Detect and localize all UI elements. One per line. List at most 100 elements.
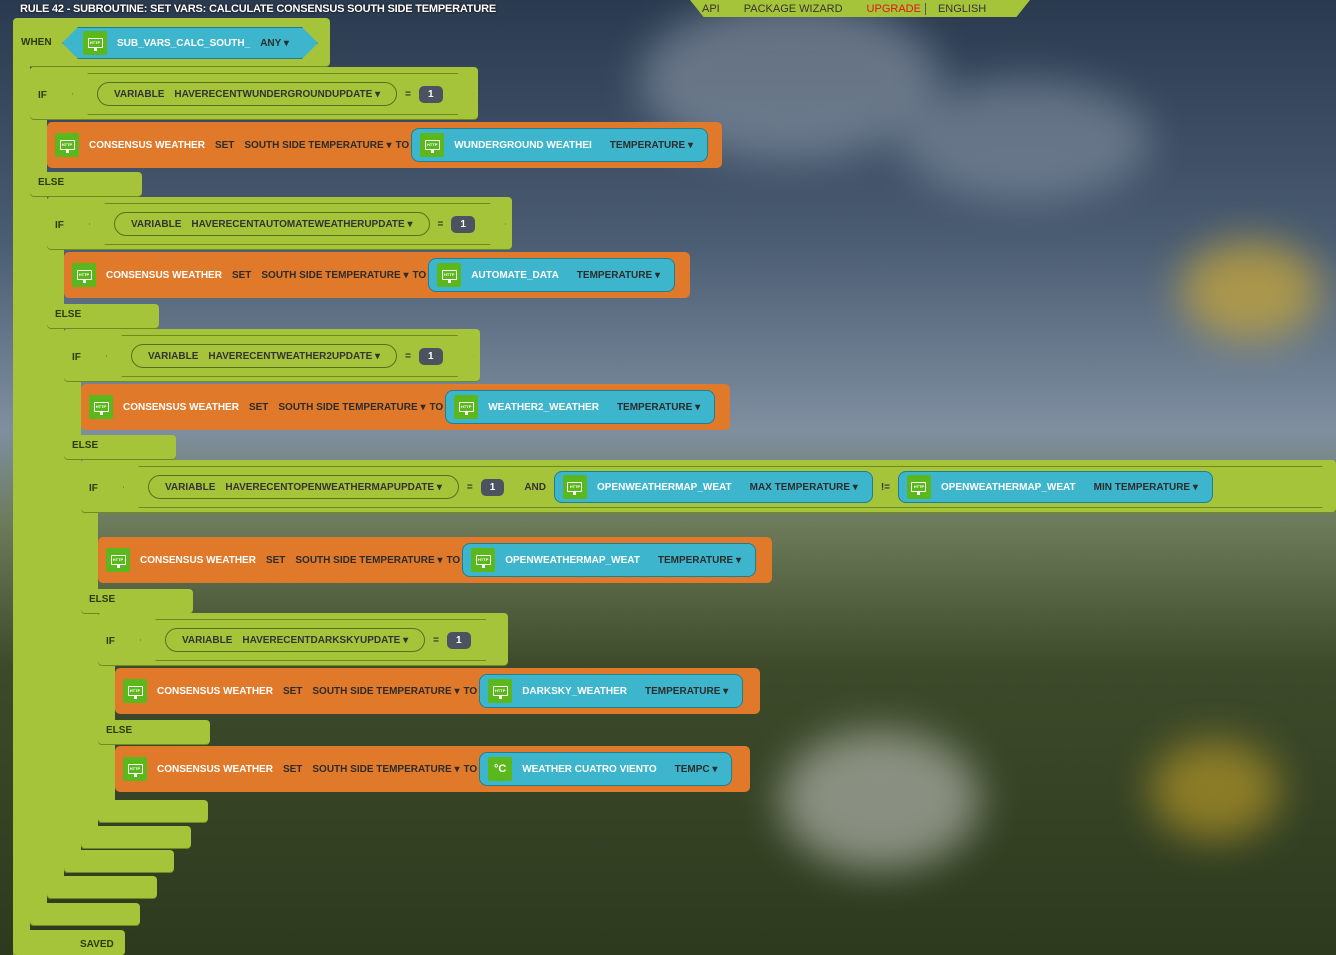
variable-keyword: VARIABLE xyxy=(148,350,199,362)
set-keyword: SET xyxy=(282,763,303,775)
equals-operator: = xyxy=(405,88,411,100)
value-field-dropdown[interactable]: TEMPC xyxy=(675,764,718,775)
variable-keyword: VARIABLE xyxy=(165,481,216,493)
property-dropdown[interactable]: SOUTH SIDE TEMPERATURE xyxy=(261,270,408,281)
http-device-icon: HTTP xyxy=(563,475,587,499)
else-label: ELSE xyxy=(72,440,99,451)
variable-dropdown[interactable]: HAVERECENTWUNDERGROUNDUPDATE xyxy=(174,89,380,100)
if-container-footer xyxy=(47,876,157,898)
if-container-bar xyxy=(47,197,64,898)
else-label: ELSE xyxy=(89,594,116,605)
value-device: AUTOMATE_DATA xyxy=(471,269,559,281)
set-block[interactable]: HTTP CONSENSUS WEATHER SET SOUTH SIDE TEMPE… xyxy=(98,537,772,583)
property-dropdown[interactable]: SOUTH SIDE TEMPERATURE xyxy=(312,764,459,775)
set-keyword: SET xyxy=(282,685,303,697)
variable-keyword: VARIABLE xyxy=(114,88,165,100)
condition[interactable]: VARIABLEHAVERECENTAUTOMATEWEATHERUPDATE=… xyxy=(89,203,506,245)
variable-dropdown[interactable]: HAVERECENTOPENWEATHERMAPUPDATE xyxy=(225,482,442,493)
else-tab xyxy=(30,172,142,196)
if-container-footer xyxy=(64,850,174,872)
comparison-value-block[interactable]: HTTP OPENWEATHERMAP_WEAT MAX TEMPERATURE xyxy=(554,471,873,503)
to-keyword: TO xyxy=(446,554,461,566)
set-target: CONSENSUS WEATHER xyxy=(140,554,256,566)
value-chip[interactable]: 1 xyxy=(481,479,505,496)
variable-comparison[interactable]: VARIABLE HAVERECENTOPENWEATHERMAPUPDATE xyxy=(148,475,459,499)
if-label: IF xyxy=(38,90,47,101)
value-field-dropdown[interactable]: TEMPERATURE xyxy=(610,140,693,151)
value-field-dropdown[interactable]: TEMPERATURE xyxy=(645,686,728,697)
variable-dropdown[interactable]: HAVERECENTAUTOMATEWEATHERUPDATE xyxy=(191,219,412,230)
value-field-dropdown[interactable]: TEMPERATURE xyxy=(658,555,741,566)
set-keyword: SET xyxy=(265,554,286,566)
http-device-icon: HTTP xyxy=(454,395,479,419)
if-label: IF xyxy=(72,352,81,363)
else-tab xyxy=(81,589,193,613)
else-label: ELSE xyxy=(106,725,133,736)
nav-language[interactable]: ENGLISH xyxy=(937,2,987,15)
when-trigger[interactable]: HTTP SUB_VARS_CALC_SOUTH_ ANY xyxy=(62,27,318,59)
value-device: WEATHER2_WEATHER xyxy=(488,401,599,413)
http-device-icon: HTTP xyxy=(123,757,147,781)
value-block[interactable]: HTTP WEATHER2_WEATHER TEMPERATURE xyxy=(445,390,716,424)
set-target: CONSENSUS WEATHER xyxy=(123,401,239,413)
condition[interactable]: VARIABLEHAVERECENTOPENWEATHERMAPUPDATE=1… xyxy=(123,466,1336,508)
set-target: CONSENSUS WEATHER xyxy=(157,763,273,775)
value-device: DARKSKY_WEATHER xyxy=(522,685,628,697)
comparison-device: OPENWEATHERMAP_WEAT xyxy=(596,481,732,493)
http-device-icon: HTTP xyxy=(420,133,445,157)
set-keyword: SET xyxy=(231,269,252,281)
http-device-icon: HTTP xyxy=(55,133,79,157)
rule-footer xyxy=(13,930,125,955)
to-keyword: TO xyxy=(463,763,478,775)
value-chip[interactable]: 1 xyxy=(451,216,475,233)
if-label: IF xyxy=(55,220,64,231)
comparison-field-dropdown[interactable]: MAX TEMPERATURE xyxy=(750,482,858,493)
value-chip[interactable]: 1 xyxy=(447,632,471,649)
value-field-dropdown[interactable]: TEMPERATURE xyxy=(577,270,660,281)
property-dropdown[interactable]: SOUTH SIDE TEMPERATURE xyxy=(244,140,391,151)
value-field-dropdown[interactable]: TEMPERATURE xyxy=(617,402,700,413)
temperature-drop-icon: °C xyxy=(488,757,513,781)
variable-dropdown[interactable]: HAVERECENTWEATHER2UPDATE xyxy=(208,351,380,362)
nav-upgrade[interactable]: UPGRADE xyxy=(855,2,926,15)
equals-operator: = xyxy=(433,634,440,646)
if-container-bar xyxy=(81,460,98,848)
condition[interactable]: VARIABLE HAVERECENTWUNDERGROUNDUPDATE = 1 xyxy=(72,73,474,115)
http-device-icon: HTTP xyxy=(72,263,96,287)
value-chip[interactable]: 1 xyxy=(419,86,443,103)
nav-api[interactable]: API xyxy=(702,2,720,15)
value-chip[interactable]: 1 xyxy=(419,348,443,365)
variable-dropdown[interactable]: HAVERECENTDARKSKYUPDATE xyxy=(242,635,408,646)
nav-package-wizard[interactable]: PACKAGE WIZARD xyxy=(743,2,843,15)
variable-comparison[interactable]: VARIABLE HAVERECENTWEATHER2UPDATE xyxy=(131,344,397,368)
http-device-icon: HTTP xyxy=(907,475,931,499)
comparison-field-dropdown[interactable]: MIN TEMPERATURE xyxy=(1094,482,1198,493)
http-device-icon: HTTP xyxy=(106,548,130,572)
property-dropdown[interactable]: SOUTH SIDE TEMPERATURE xyxy=(312,686,459,697)
property-dropdown[interactable]: SOUTH SIDE TEMPERATURE xyxy=(278,402,425,413)
else-tab xyxy=(47,304,159,328)
variable-comparison[interactable]: VARIABLE HAVERECENTWUNDERGROUNDUPDATE xyxy=(97,82,397,106)
and-operator: AND xyxy=(524,481,546,493)
if-container-footer xyxy=(30,903,140,925)
set-block[interactable]: HTTP CONSENSUS WEATHER SET SOUTH SIDE TEMPE… xyxy=(115,746,750,792)
when-trigger-dropdown[interactable]: ANY xyxy=(260,38,289,49)
else-label: ELSE xyxy=(55,309,82,320)
if-container-bar xyxy=(30,67,47,925)
set-target: CONSENSUS WEATHER xyxy=(89,139,205,151)
property-dropdown[interactable]: SOUTH SIDE TEMPERATURE xyxy=(295,555,442,566)
